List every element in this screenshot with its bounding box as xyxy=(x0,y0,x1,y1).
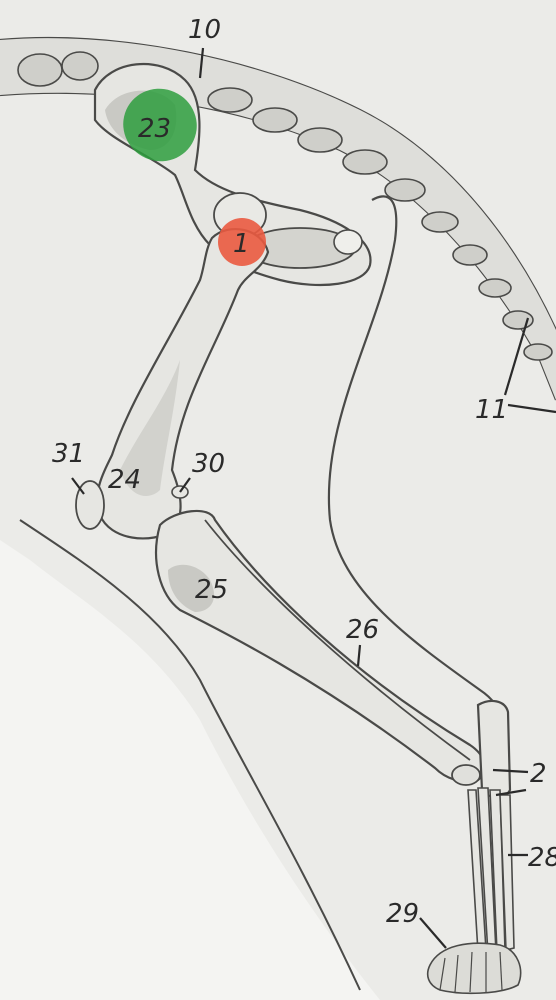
label-29: 29 xyxy=(386,899,419,929)
label-30: 30 xyxy=(192,449,225,479)
ischial-tuberosity xyxy=(334,230,362,254)
label-10: 10 xyxy=(188,15,221,45)
label-25: 25 xyxy=(195,575,228,605)
label-26: 26 xyxy=(346,615,379,645)
label-27: 2 xyxy=(530,759,547,789)
label-31: 31 xyxy=(52,439,85,469)
label-24: 24 xyxy=(108,465,141,495)
tarsal-bone xyxy=(452,765,480,785)
label-11: 11 xyxy=(475,395,508,425)
label-23: 23 xyxy=(138,114,171,144)
label-1: 1 xyxy=(233,229,250,259)
label-28: 28 xyxy=(528,843,556,873)
calcaneus-bone xyxy=(478,701,510,798)
